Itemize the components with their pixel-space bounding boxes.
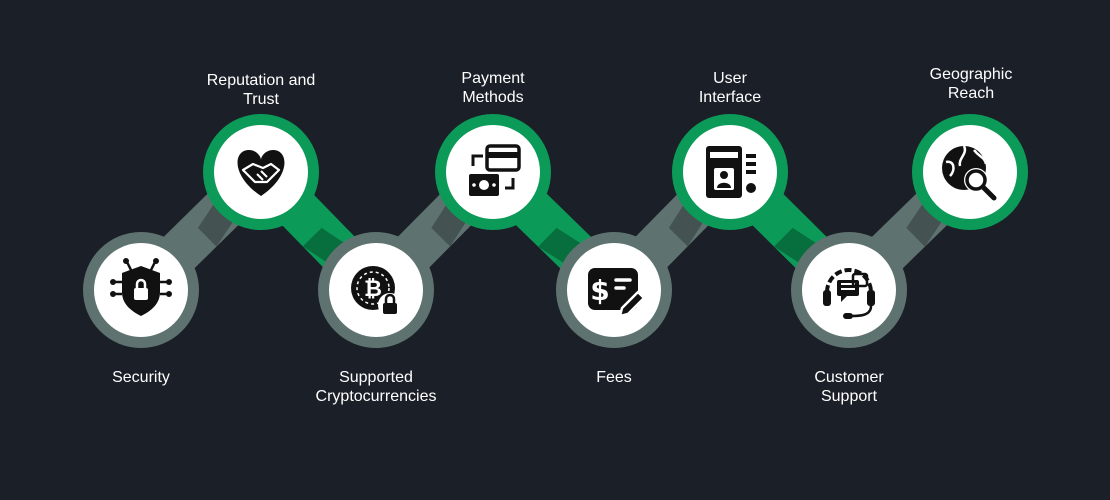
globe-search-icon: [942, 145, 997, 201]
step-disc-4: [446, 125, 540, 219]
step-label-payment-methods: Payment Methods: [461, 70, 525, 106]
bitcoin-lock-icon: ₿: [351, 266, 402, 317]
step-label-user-interface: User Interface: [698, 70, 762, 106]
step-node-2: [203, 114, 319, 230]
profile-window-icon: [706, 146, 756, 198]
step-node-1: [83, 232, 199, 348]
step-label-supported-cryptocurrencies: Supported Cryptocurrencies: [315, 369, 437, 405]
step-node-8: [912, 114, 1028, 230]
shield-lock-icon: [110, 258, 172, 316]
step-label-fees: Fees: [596, 369, 632, 386]
step-label-geographic-reach: Geographic Reach: [929, 66, 1013, 102]
svg-text:$: $: [590, 274, 609, 307]
step-node-6: [672, 114, 788, 230]
svg-text:₿: ₿: [364, 277, 382, 302]
step-label-security: Security: [112, 369, 170, 386]
heart-handshake-icon: [237, 150, 285, 196]
step-label-reputation-and-trust: Reputation and Trust: [206, 72, 316, 108]
step-node-4: [435, 114, 551, 230]
headset-chat-icon: [823, 268, 875, 319]
step-label-customer-support: Customer Support: [814, 369, 884, 405]
dollar-pen-icon: $: [588, 268, 646, 318]
payment-cards-icon: [469, 144, 521, 196]
step-node-3: ₿: [318, 232, 434, 348]
step-node-5: $: [556, 232, 672, 348]
step-node-7: [791, 232, 907, 348]
